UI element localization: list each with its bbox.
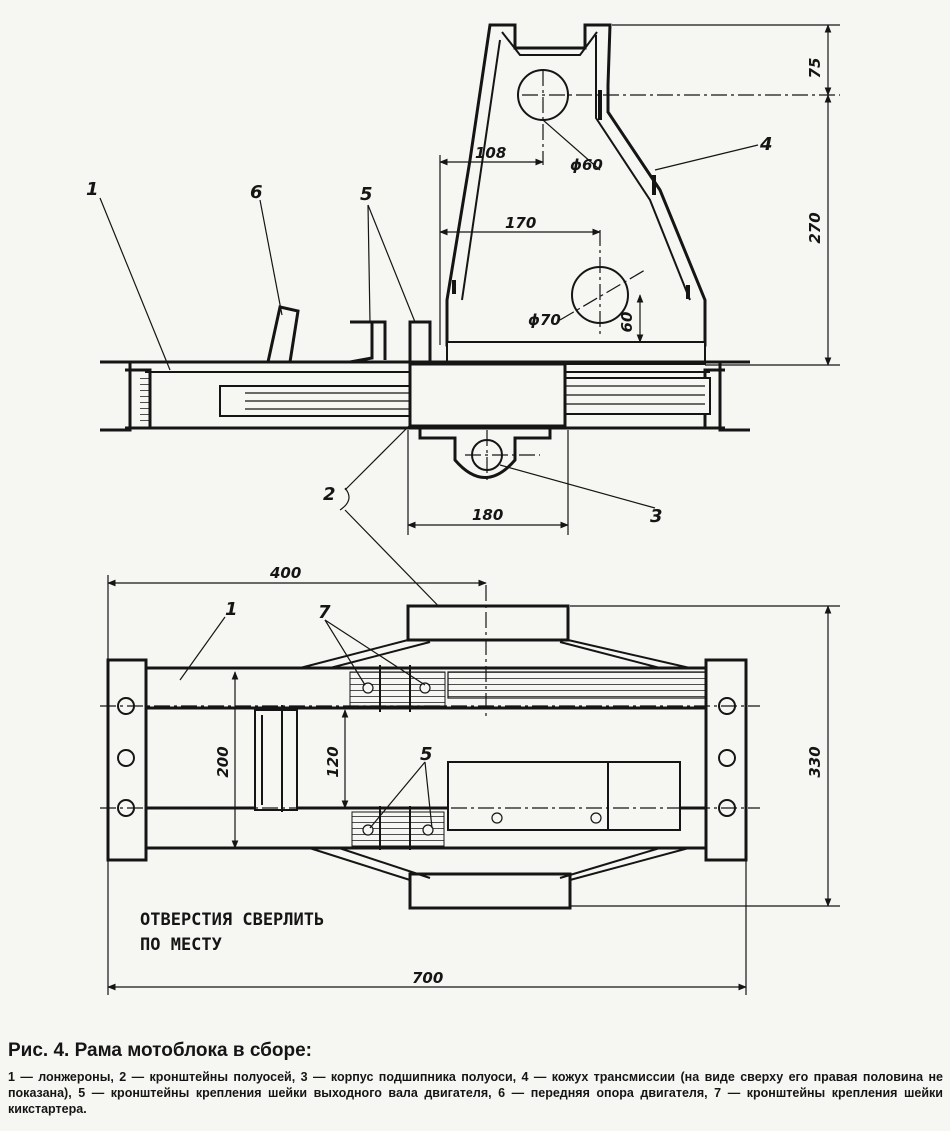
callout-3: 3	[650, 506, 663, 527]
dim-700: 700	[412, 969, 443, 987]
callout-2: 2	[323, 484, 336, 505]
caption-text: 1 — лонжероны, 2 — кронштейны полуосей, …	[8, 1070, 943, 1116]
callout-labels: 1 6 5 4 3 2 1 7 5	[86, 134, 773, 765]
dim-400: 400	[269, 564, 301, 582]
callout-1-top: 1	[225, 599, 238, 620]
frame-assembly-drawing: 1 6 5 4 3 2 1 7 5 75 270 108 ϕ60 170 ϕ70…	[86, 23, 840, 995]
drilling-note-line-1: ОТВЕРСТИЯ СВЕРЛИТЬ	[140, 910, 324, 930]
dimension-labels: 75 270 108 ϕ60 170 ϕ70 60 180 400 200 12…	[214, 58, 824, 987]
dim-200: 200	[214, 746, 232, 777]
callout-5-top: 5	[420, 744, 433, 765]
dim-phi60: ϕ60	[570, 156, 603, 174]
dim-120: 120	[324, 746, 342, 777]
callout-6: 6	[250, 182, 263, 203]
caption-title: Рис. 4. Рама мотоблока в сборе:	[8, 1040, 312, 1061]
longeron-assembly	[100, 360, 750, 480]
callout-5-front: 5	[360, 184, 373, 205]
output-shaft-brackets	[349, 320, 432, 364]
top-view	[100, 575, 840, 995]
dim-60: 60	[618, 312, 636, 333]
dim-75: 75	[806, 58, 824, 79]
mounting-holes	[117, 682, 736, 836]
transmission-housing	[445, 23, 840, 365]
dim-270: 270	[806, 212, 824, 243]
dim-phi70: ϕ70	[528, 311, 561, 329]
callout-7: 7	[318, 602, 331, 623]
front-engine-support	[266, 305, 300, 364]
callout-1-front: 1	[86, 179, 99, 200]
dim-180: 180	[472, 506, 503, 524]
front-view	[99, 23, 840, 621]
dim-108: 108	[475, 144, 506, 162]
dim-170: 170	[505, 214, 536, 232]
callout-4: 4	[759, 134, 773, 155]
dim-330: 330	[806, 746, 824, 777]
figure-caption: Рис. 4. Рама мотоблока в сборе: 1 — лонж…	[8, 1040, 943, 1117]
drilling-note-line-2: ПО МЕСТУ	[140, 935, 222, 955]
